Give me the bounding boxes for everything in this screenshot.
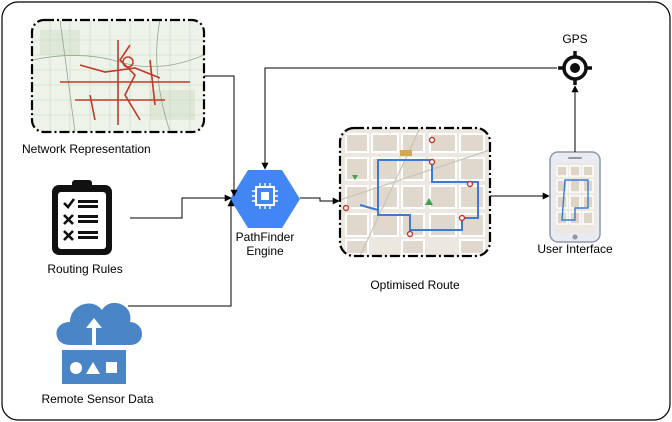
gps-label: GPS — [562, 32, 588, 46]
connectors — [128, 67, 579, 307]
edge-engine-to-route — [300, 197, 340, 205]
optimised-route-label: Optimised Route — [370, 278, 460, 292]
cloud-upload-sensor-icon — [56, 302, 142, 384]
remote-sensor-data-label: Remote Sensor Data — [41, 392, 154, 406]
edge-rules-to-engine — [130, 194, 232, 219]
gps-crosshair-icon — [558, 51, 592, 85]
road-network-map-thumbnail — [30, 18, 206, 134]
edge-sensor-to-engine — [128, 199, 235, 307]
edge-network-to-engine — [204, 75, 238, 197]
routing-rules-label: Routing Rules — [47, 262, 123, 276]
chip-hexagon-icon — [230, 170, 300, 228]
clipboard-checklist-icon — [52, 180, 112, 255]
network-representation-label: Network Representation — [22, 142, 151, 156]
smartphone-map-icon — [549, 151, 601, 243]
pathfinder-engine-label-line2: Engine — [246, 244, 284, 258]
pathfinder-engine-label-line1: PathFinder — [235, 230, 295, 244]
edge-gps-to-engine — [261, 67, 557, 170]
user-interface-label: User Interface — [537, 242, 613, 256]
street-map-thumbnail — [338, 126, 492, 258]
